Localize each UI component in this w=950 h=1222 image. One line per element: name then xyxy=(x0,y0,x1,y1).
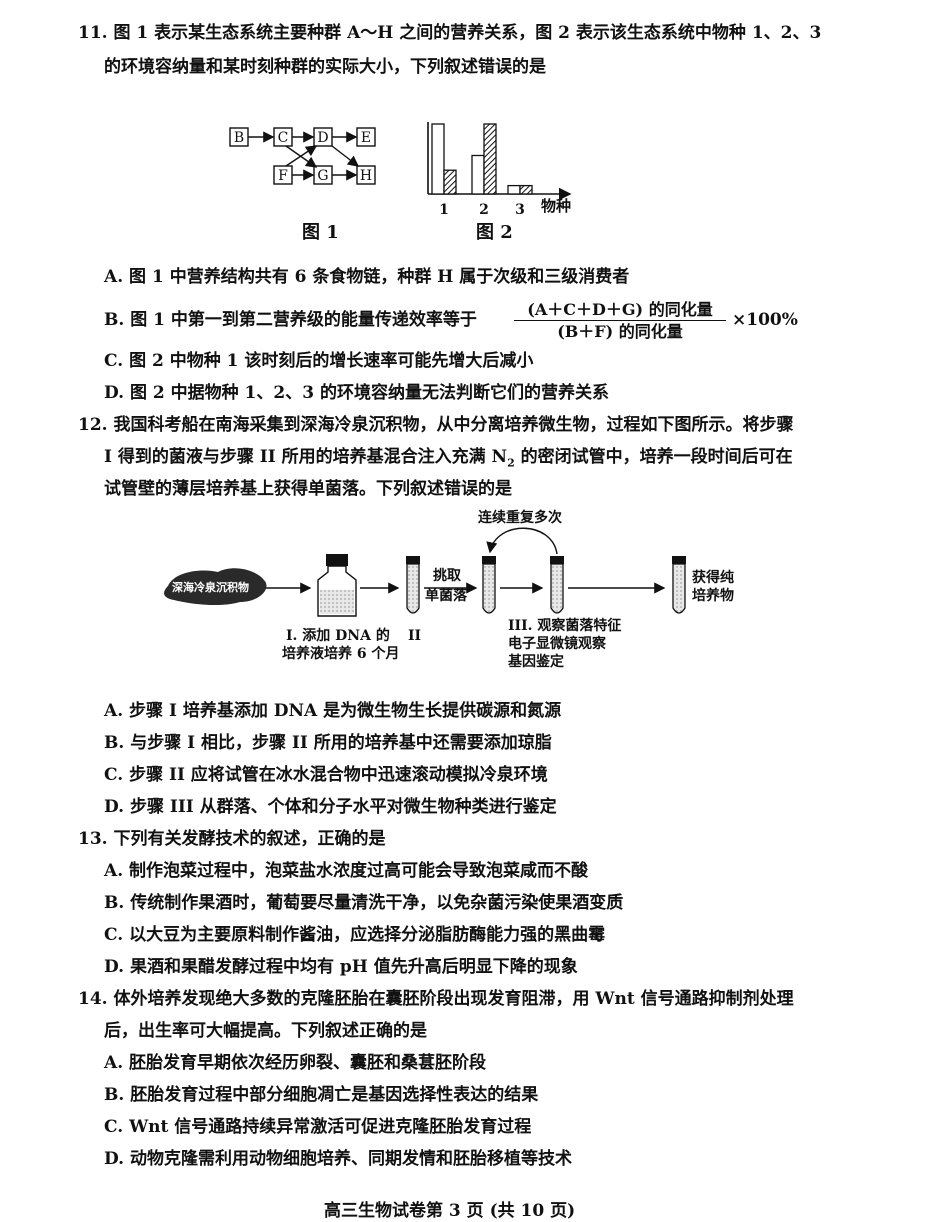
q11-figure2-x-label: 物种 xyxy=(541,197,572,215)
q11-option-d: D. 图 2 中据物种 1、2、3 的环境容纳量无法判断它们的营养关系 xyxy=(104,383,609,403)
q12-repeat-label: 连续重复多次 xyxy=(478,510,562,526)
bar-species-1-series-2 xyxy=(443,169,457,195)
q13-option-c: C. 以大豆为主要原料制作酱油，应选择分泌脂肪酶能力强的黑曲霉 xyxy=(104,925,606,945)
sediment-icon xyxy=(164,568,267,606)
x-tick-1: 1 xyxy=(439,202,449,218)
q11-option-a: A. 图 1 中营养结构共有 6 条食物链，种群 H 属于次级和三级消费者 xyxy=(104,267,630,287)
q12-stem-line3: 试管壁的薄层培养基上获得单菌落。下列叙述错误的是 xyxy=(104,479,512,499)
bar-species-3-series-2 xyxy=(519,184,533,195)
test-tube-4-icon xyxy=(672,556,686,614)
q11-option-b-numerator: (A＋C＋D＋G) 的同化量 xyxy=(514,296,726,321)
node-f: F xyxy=(278,168,288,184)
q13-option-d: D. 果酒和果醋发酵过程中均有 pH 值先升高后明显下降的现象 xyxy=(104,957,578,977)
q14-stem-line2: 后，出生率可大幅提高。下列叙述正确的是 xyxy=(104,1021,427,1041)
q11-stem-line1: 11. 图 1 表示某生态系统主要种群 A～H 之间的营养关系，图 2 表示该生… xyxy=(78,23,822,43)
q11-option-b-denominator: (B＋F) 的同化量 xyxy=(557,322,683,341)
q12-step1-line1: I. 添加 DNA 的 xyxy=(286,628,390,644)
q14-option-d: D. 动物克隆需利用动物细胞培养、同期发情和胚胎移植等技术 xyxy=(104,1149,572,1169)
q11-option-c: C. 图 2 中物种 1 该时刻后的增长速率可能先增大后减小 xyxy=(104,351,534,371)
node-c: C xyxy=(278,130,289,146)
bar-species-2-series-2 xyxy=(483,123,497,195)
q12-result-line2: 培养物 xyxy=(692,588,734,604)
q12-option-b: B. 与步骤 I 相比，步骤 II 所用的培养基中还需要添加琼脂 xyxy=(104,733,552,753)
node-d: D xyxy=(317,130,328,146)
q12-pick-line1: 挑取 xyxy=(433,568,461,584)
q13-number: 13. xyxy=(78,829,108,849)
node-g: G xyxy=(317,168,328,184)
q12-pick-line2: 单菌落 xyxy=(425,588,467,604)
q11-option-b-suffix: ×100% xyxy=(732,310,798,330)
repeat-arrow xyxy=(486,527,558,555)
q12-result-line1: 获得纯 xyxy=(692,570,734,586)
q14-stem-line1: 14. 体外培养发现绝大多数的克隆胚胎在囊胚阶段出现发育阻滞，用 Wnt 信号通… xyxy=(78,989,794,1009)
q14-number: 14. xyxy=(78,989,108,1009)
q12-process-diagram xyxy=(164,527,686,617)
q12-step3-line1: III. 观察菌落特征 xyxy=(508,618,622,634)
q12-step1-line2: 培养液培养 6 个月 xyxy=(282,646,400,662)
q14-option-b: B. 胚胎发育过程中部分细胞凋亡是基因选择性表达的结果 xyxy=(104,1085,539,1105)
bar-species-1-series-1 xyxy=(431,123,445,195)
q12-step3-line3: 基因鉴定 xyxy=(508,654,564,670)
q12-option-a: A. 步骤 I 培养基添加 DNA 是为微生物生长提供碳源和氮源 xyxy=(104,701,562,721)
q12-sample-label: 深海冷泉沉积物 xyxy=(172,581,249,594)
q11-figure1-food-web: B C D E F G H xyxy=(229,127,376,185)
node-b: B xyxy=(234,130,244,146)
q11-figure2-caption: 图 2 xyxy=(476,222,513,243)
test-tube-1-icon xyxy=(406,556,420,614)
node-h: H xyxy=(360,168,372,184)
q12-option-d: D. 步骤 III 从群落、个体和分子水平对微生物种类进行鉴定 xyxy=(104,797,557,817)
q11-option-b-prefix: B. 图 1 中第一到第二营养级的能量传递效率等于 xyxy=(104,310,477,330)
page-footer: 高三生物试卷第 3 页 (共 10 页) xyxy=(324,1201,576,1221)
bar-species-2-series-1 xyxy=(471,154,485,195)
q12-stem-line1: 12. 我国科考船在南海采集到深海冷泉沉积物，从中分离培养微生物，过程如下图所示… xyxy=(78,415,794,435)
culture-bottle-icon xyxy=(317,554,357,617)
q14-option-c: C. Wnt 信号通路持续异常激活可促进克隆胚胎发育过程 xyxy=(104,1117,532,1137)
q13-option-b: B. 传统制作果酒时，葡萄要尽量清洗干净，以免杂菌污染使果酒变质 xyxy=(104,893,624,913)
q11-number: 11. xyxy=(78,23,108,43)
q12-step2-label: II xyxy=(408,628,422,644)
test-tube-2-icon xyxy=(482,556,496,614)
q12-step3-line2: 电子显微镜观察 xyxy=(508,636,606,652)
x-tick-3: 3 xyxy=(515,202,525,218)
bar-species-3-series-1 xyxy=(507,184,521,195)
q11-figure1-caption: 图 1 xyxy=(302,222,339,243)
q11-figure2-bar-chart: 1 2 3 xyxy=(427,122,572,218)
q12-number: 12. xyxy=(78,415,108,435)
q13-stem: 13. 下列有关发酵技术的叙述，正确的是 xyxy=(78,829,386,849)
x-tick-2: 2 xyxy=(479,202,489,218)
q12-option-c: C. 步骤 II 应将试管在冰水混合物中迅速滚动模拟冷泉环境 xyxy=(104,765,548,785)
q12-stem-line2: I 得到的菌液与步骤 II 所用的培养基混合注入充满 N2 的密闭试管中，培养一… xyxy=(104,447,793,470)
q14-option-a: A. 胚胎发育早期依次经历卵裂、囊胚和桑葚胚阶段 xyxy=(104,1053,487,1073)
q13-option-a: A. 制作泡菜过程中，泡菜盐水浓度过高可能会导致泡菜咸而不酸 xyxy=(104,861,589,881)
test-tube-3-icon xyxy=(550,556,564,614)
node-e: E xyxy=(361,130,371,146)
q11-stem-line2: 的环境容纳量和某时刻种群的实际大小，下列叙述错误的是 xyxy=(104,57,546,77)
